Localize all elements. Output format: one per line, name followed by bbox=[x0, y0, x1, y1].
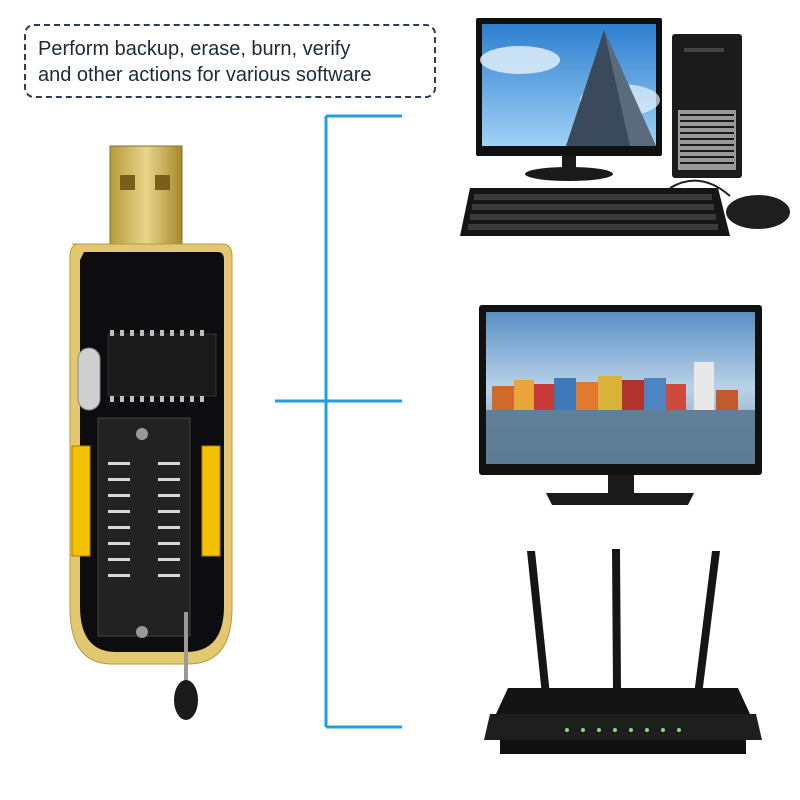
connector-lines bbox=[275, 114, 402, 729]
desktop-computer-image bbox=[460, 18, 790, 236]
usb-programmer-image bbox=[69, 145, 233, 720]
callout-text-line-2: and other actions for various software bbox=[38, 64, 372, 86]
router-image bbox=[484, 549, 762, 754]
callout-text-line-1: Perform backup, erase, burn, verify bbox=[38, 38, 351, 60]
television-image bbox=[479, 305, 762, 505]
feature-callout: Perform backup, erase, burn, verify and … bbox=[24, 24, 436, 98]
